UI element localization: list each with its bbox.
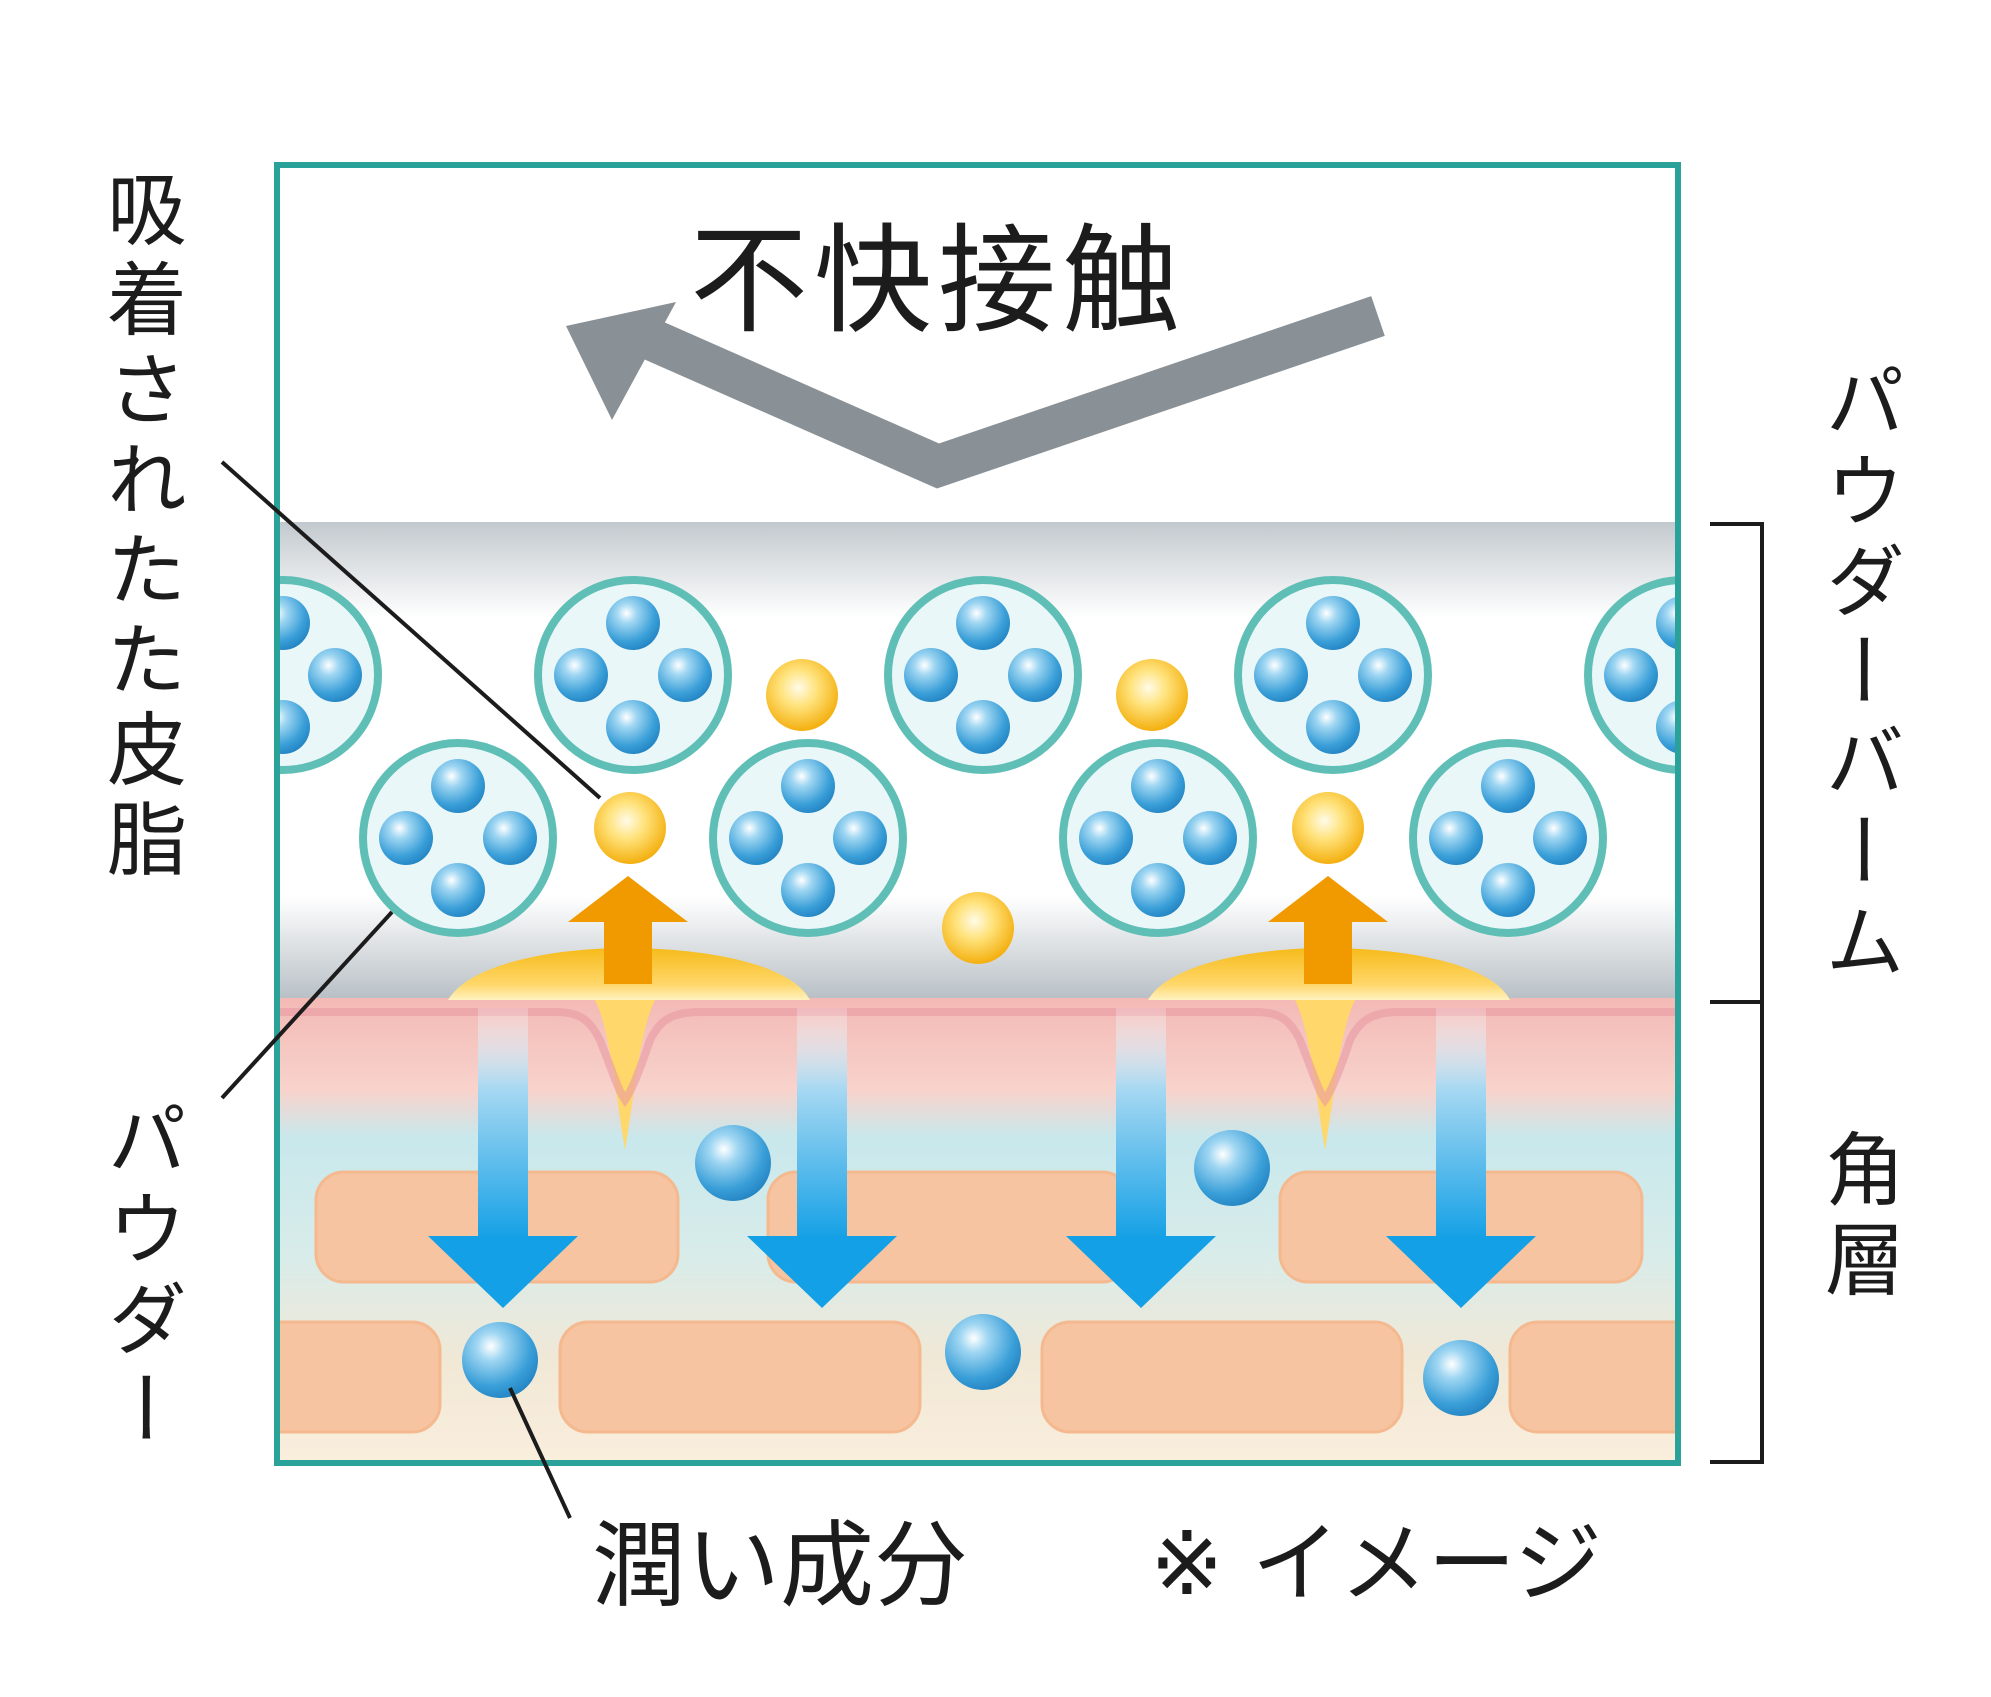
title-label: 不快接触 [690,212,1187,350]
powder-balm-label: パウダーバーム [1812,360,1905,990]
leader-lines [220,460,602,1519]
orange-arrow [568,876,688,984]
blue-arrow [1066,1008,1216,1308]
image-note-label: ※ イメージ [1150,1512,1602,1615]
powder-particles [277,576,1678,937]
skin-surface-line [277,1008,1678,1107]
moisturizing-label: 潤い成分 [592,1512,969,1621]
orange-arrow [1268,876,1388,984]
sebum-droplets [594,659,1364,964]
moisture-arrows [428,1008,1536,1308]
blue-arrow [1386,1008,1536,1308]
powder-label: パウダー [94,1098,187,1458]
layer-brackets [1710,522,1764,1464]
sebum-up-arrows [568,876,1388,984]
repel-arrow [566,296,1385,489]
diagram-frame [274,162,1681,1466]
blue-arrow [747,1008,897,1308]
adsorbed-sebum-label: 吸着されたた皮脂 [94,168,187,888]
stratum-corneum-label: 角層 [1812,1128,1905,1308]
blue-arrow [428,1008,578,1308]
moisturizing-beads [462,1125,1499,1416]
